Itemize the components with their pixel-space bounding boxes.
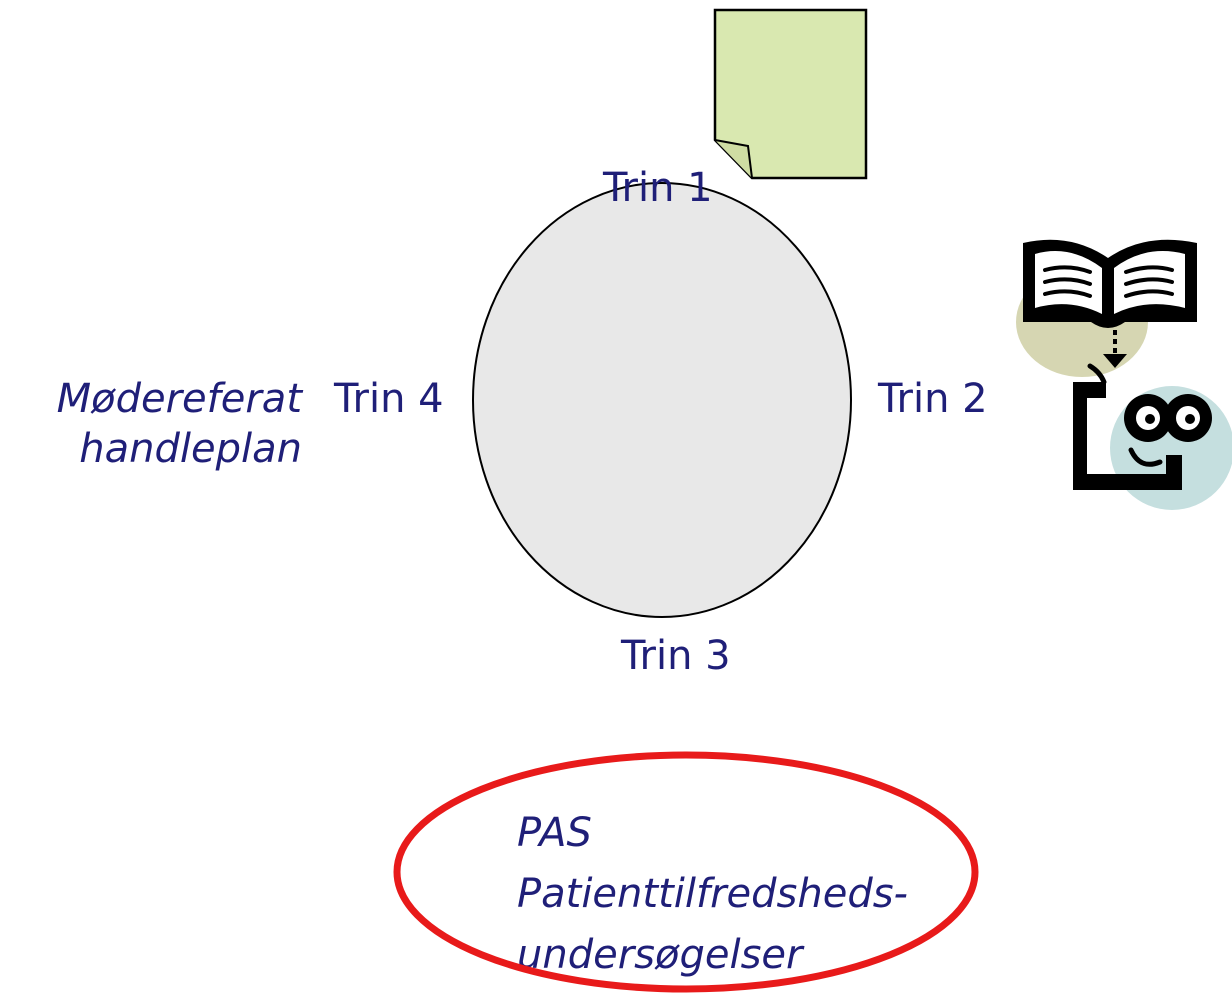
step-4-label: Trin 4 <box>334 376 444 422</box>
surveys-line: undersøgelser <box>517 932 803 978</box>
step-3-label: Trin 3 <box>621 633 731 679</box>
step-2-label: Trin 2 <box>878 376 988 422</box>
folded-page-icon <box>713 8 868 180</box>
patient-satisfaction-line: Patienttilfredsheds- <box>517 871 908 917</box>
meeting-minutes-note: Mødereferat handleplan <box>30 374 302 474</box>
pas-note: PAS Patienttilfredsheds- undersøgelser <box>517 803 908 986</box>
pas-line: PAS <box>517 810 592 856</box>
action-plan-line: handleplan <box>79 426 302 472</box>
book-reader-clipart-icon <box>1016 239 1232 510</box>
highlight-ring <box>393 751 979 993</box>
step-1-label: Trin 1 <box>603 165 713 211</box>
cycle-circle <box>472 182 852 618</box>
meeting-minutes-line: Mødereferat <box>56 376 302 422</box>
